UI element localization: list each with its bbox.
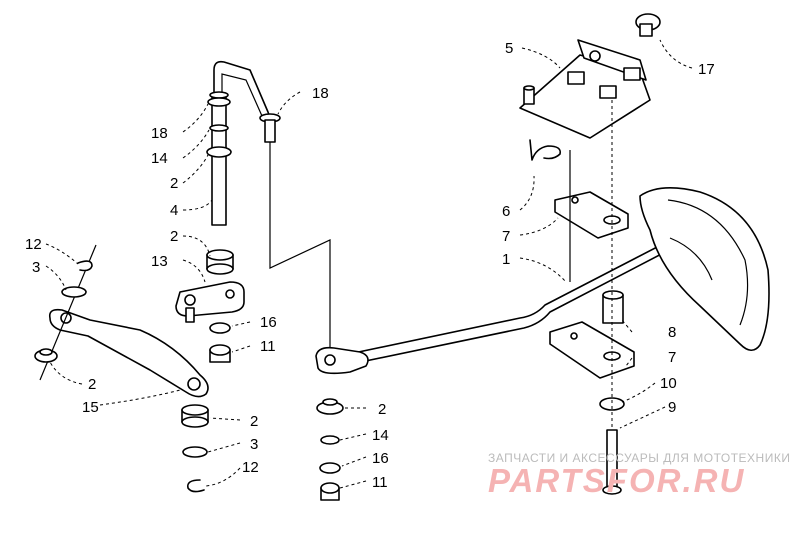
callout-11-left: 11 [260, 338, 276, 355]
callout-16-left: 16 [260, 314, 277, 331]
washer-16-left [209, 322, 231, 334]
callout-5: 5 [505, 40, 513, 57]
callout-3-lower: 3 [250, 436, 258, 453]
callout-14-center: 14 [372, 427, 389, 444]
callout-14-left: 14 [151, 150, 168, 167]
callout-18-left: 18 [151, 125, 168, 142]
nut-11-left [209, 344, 231, 363]
clip-12-upper [77, 260, 93, 272]
callout-2-mid: 2 [170, 228, 178, 245]
callout-7-lower: 7 [668, 349, 676, 366]
callout-7-upper: 7 [502, 228, 510, 245]
callout-6: 6 [502, 203, 510, 220]
pedal [639, 187, 770, 352]
callout-4: 4 [170, 202, 178, 219]
callout-18-right: 18 [312, 85, 329, 102]
callout-2-lower: 2 [250, 413, 258, 430]
bushing-2-left [34, 348, 58, 363]
callout-3-upper: 3 [32, 259, 40, 276]
washer-16-center [319, 462, 341, 474]
bushing-2-mid [206, 249, 234, 275]
callout-8: 8 [668, 324, 676, 341]
bushing-2-upper [206, 146, 232, 158]
guide-7-upper [554, 191, 629, 239]
spring-6 [529, 139, 562, 161]
ring-14-left [209, 124, 229, 132]
ring-14-center [320, 435, 340, 445]
callout-15: 15 [82, 399, 99, 416]
callout-2-upper: 2 [170, 175, 178, 192]
spacer-8 [602, 290, 624, 324]
callout-1: 1 [502, 251, 510, 268]
callout-17: 17 [698, 61, 715, 78]
callout-16-center: 16 [372, 450, 389, 467]
washer-10 [599, 397, 625, 411]
bolt-9 [602, 429, 622, 495]
bushing-2-lower [181, 404, 209, 428]
lever-15 [48, 308, 209, 398]
callout-11-center: 11 [372, 474, 388, 491]
callout-9: 9 [668, 399, 676, 416]
clip-12-lower [186, 479, 205, 493]
guide-7-lower [549, 321, 635, 379]
knob-17 [635, 13, 661, 37]
bracket-5 [519, 39, 651, 139]
washer-3-upper [61, 286, 87, 298]
callout-13: 13 [151, 253, 168, 270]
callout-2-left: 2 [88, 376, 96, 393]
watermark-logo: PARTSFOR.RU [488, 462, 746, 499]
watermark-text: ЗАПЧАСТИ И АКСЕССУАРЫ ДЛЯ МОТОТЕХНИКИ [488, 451, 791, 465]
callout-12-lower: 12 [242, 459, 259, 476]
connecting-wire [259, 113, 331, 352]
nut-11-center [320, 482, 340, 501]
washer-3-lower [182, 446, 208, 458]
bushing-2-center [316, 398, 344, 415]
callout-12-upper: 12 [25, 236, 42, 253]
callout-2-center: 2 [378, 401, 386, 418]
link-13 [175, 281, 245, 323]
shaft [209, 91, 229, 226]
washer-18-left [207, 97, 231, 107]
leader-lines [45, 39, 693, 489]
callout-10: 10 [660, 375, 677, 392]
